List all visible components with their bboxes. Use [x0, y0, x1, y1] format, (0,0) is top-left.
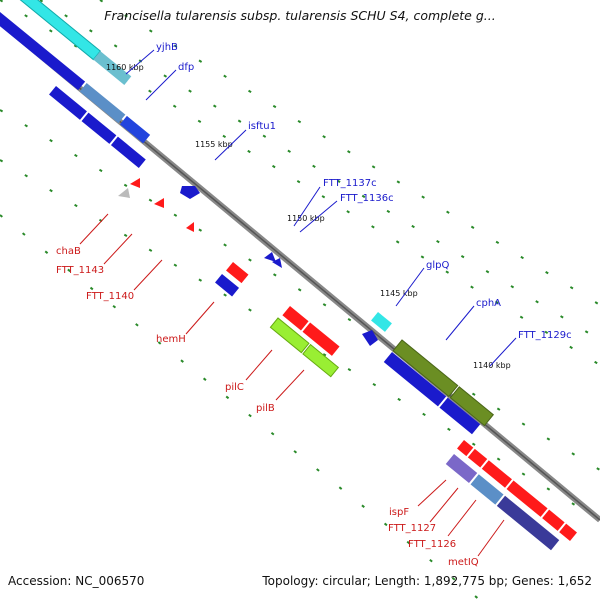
gene-label: FTT_1126	[408, 539, 456, 550]
gene-label: FTT_1136c	[340, 193, 394, 204]
scale-tick: 1160 kbp	[106, 63, 144, 72]
gene-arrow	[272, 258, 282, 268]
gene-label: FTT_1137c	[323, 178, 377, 189]
gene-label: cphA	[476, 298, 501, 309]
scale-tick: 1140 kbp	[473, 361, 511, 370]
gene-block	[467, 448, 488, 468]
gene-block	[383, 352, 447, 407]
forward-labels: yjhB dfp isftu1 FTT_1137c FTT_1136c glpQ…	[125, 42, 572, 367]
gene-label: chaB	[56, 246, 81, 257]
gene-block	[559, 523, 577, 541]
gene-block	[119, 115, 151, 144]
gene-block	[302, 343, 340, 378]
gene-block	[506, 480, 548, 517]
gene-block	[269, 317, 310, 354]
gene-block	[110, 136, 146, 168]
gene-arrow	[186, 222, 194, 232]
gene-block	[439, 397, 481, 435]
summary-text: Topology: circular; Length: 1,892,775 bp…	[262, 574, 592, 588]
gene-arrow	[362, 330, 378, 346]
gene-block	[226, 262, 249, 284]
gene-label: ispF	[389, 507, 409, 518]
gene-block	[392, 339, 459, 398]
gene-label: hemH	[156, 334, 186, 345]
scale-ticks: 1160 kbp 1155 kbp 1150 kbp 1145 kbp 1140…	[106, 63, 511, 370]
gene-arrow	[180, 186, 200, 199]
gene-arrow	[154, 198, 164, 208]
gene-block	[481, 460, 512, 488]
gene-arrow	[130, 178, 140, 188]
gene-block	[371, 312, 392, 332]
gene-block	[282, 306, 309, 331]
gene-block	[496, 495, 560, 551]
gene-block	[457, 440, 474, 457]
gene-block	[449, 386, 495, 427]
scale-tick: 1155 kbp	[195, 140, 233, 149]
map-title: Francisella tularensis subsp. tularensis…	[104, 8, 496, 23]
gene-label: pilB	[256, 403, 275, 414]
forward-genes	[0, 0, 495, 435]
gene-block	[79, 82, 126, 124]
gene-arrow	[264, 252, 276, 262]
gene-label: FTT_1127	[388, 523, 436, 534]
reverse-genes	[118, 178, 577, 551]
gene-block	[302, 322, 340, 356]
gene-label: glpQ	[426, 260, 449, 271]
gene-label: metIQ	[448, 557, 479, 568]
accession-text: Accession: NC_006570	[8, 574, 145, 588]
gene-block	[0, 12, 86, 91]
gene-block	[445, 454, 478, 484]
gene-label: pilC	[225, 382, 244, 393]
gene-label: dfp	[178, 62, 194, 73]
gene-label: FTT_1143	[56, 265, 104, 276]
gene-label: isftu1	[248, 121, 276, 132]
gene-block	[215, 274, 240, 297]
scale-tick: 1145 kbp	[380, 289, 418, 298]
gene-label: FTT_1129c	[518, 330, 572, 341]
gene-block	[49, 86, 87, 120]
gene-arrow	[118, 188, 130, 198]
gene-label: yjhB	[156, 42, 178, 53]
gene-block	[93, 51, 132, 85]
gene-block	[81, 112, 117, 144]
gene-block	[470, 474, 504, 505]
scale-tick: 1150 kbp	[287, 214, 325, 223]
gene-label: FTT_1140	[86, 291, 134, 302]
gene-block	[542, 509, 565, 531]
reverse-labels: chaB FTT_1143 FTT_1140 hemH pilC pilB is…	[56, 213, 505, 568]
